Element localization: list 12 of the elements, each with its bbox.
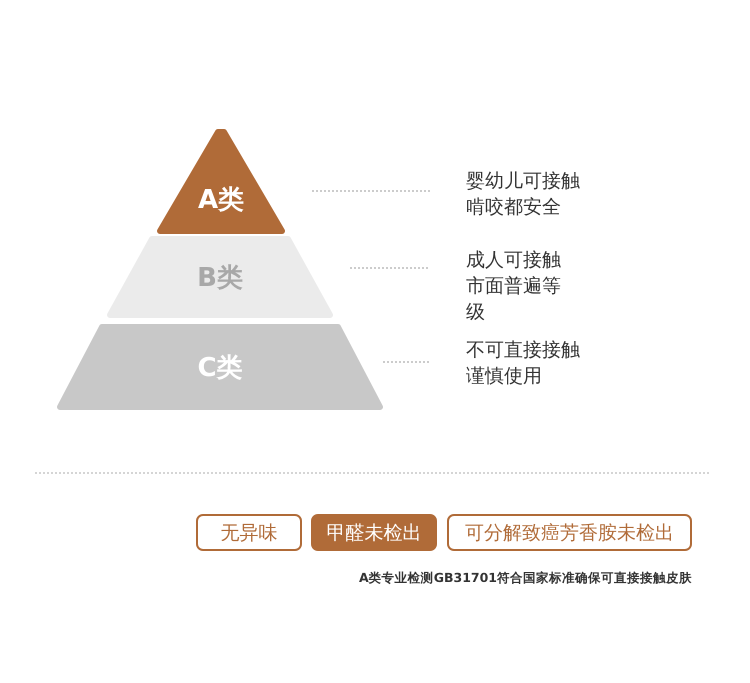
description-text: 婴幼儿可接触啃咬都安全 <box>466 168 588 220</box>
pyramid-tier <box>57 324 383 410</box>
pyramid-tier <box>157 128 285 234</box>
tier-label: B类 <box>197 262 243 294</box>
description-text: 不可直接接触谨慎使用 <box>466 337 588 389</box>
feature-tag: 甲醛未检出 <box>311 514 437 551</box>
feature-tag: 无异味 <box>196 514 302 551</box>
tier-label: A类 <box>198 184 244 216</box>
description-text: 成人可接触市面普遍等级 <box>466 247 570 325</box>
leader-line <box>312 190 430 192</box>
footnote: A类专业检测GB31701符合国家标准确保可直接接触皮肤 <box>359 570 692 587</box>
feature-tag: 可分解致癌芳香胺未检出 <box>447 514 692 551</box>
